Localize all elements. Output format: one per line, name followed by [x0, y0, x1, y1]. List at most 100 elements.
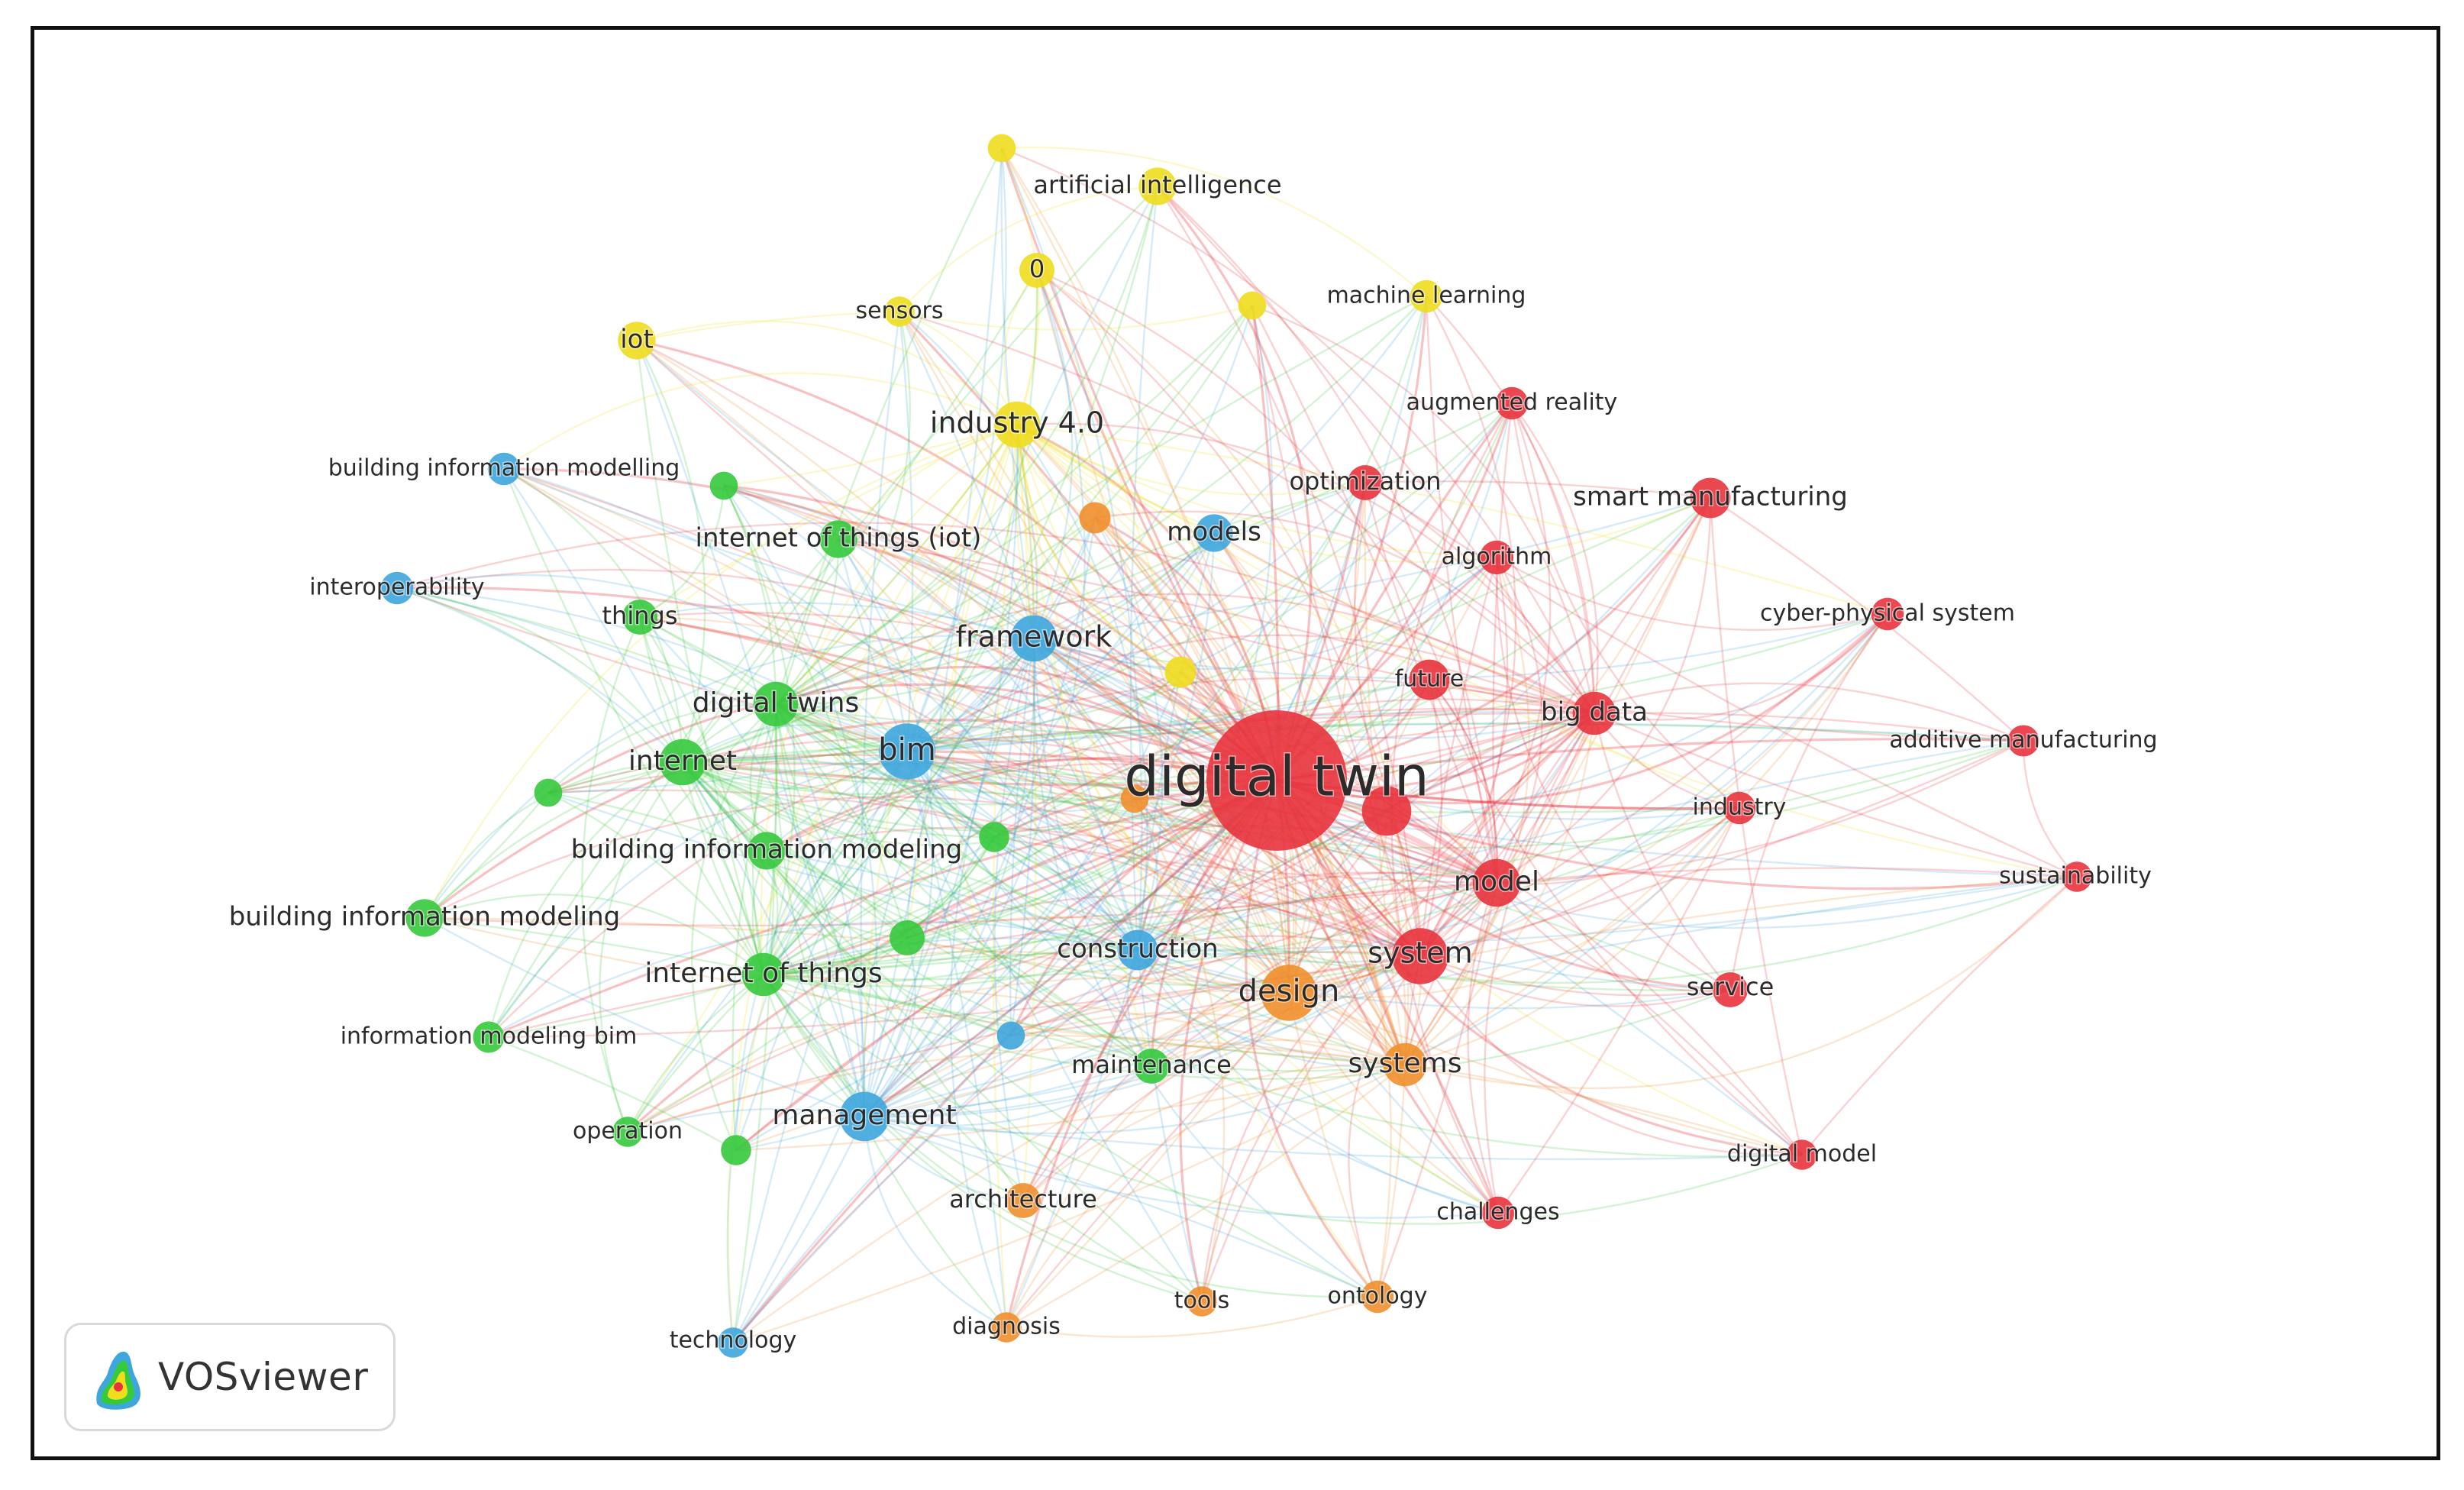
edge-internet-information-modeling-bim [487, 761, 683, 1038]
node-augmented-reality[interactable] [1495, 386, 1529, 420]
label-operation: operation [573, 1118, 683, 1145]
node-internet-of-things-iot[interactable] [819, 520, 857, 558]
edge-model-information-modeling-bim [488, 881, 1497, 1039]
edge-management-0 [864, 270, 1086, 1117]
node-digital-twins[interactable] [753, 681, 799, 727]
edge-system-digital-model [1419, 955, 1803, 1156]
node-unlabeled-green-3[interactable] [890, 920, 925, 955]
node-machine-learning[interactable] [1410, 280, 1443, 313]
label-framework: framework [956, 620, 1113, 654]
edge-things-unlabeled-green-1 [639, 485, 725, 619]
node-things[interactable] [622, 600, 657, 635]
edge-construction-internet [682, 757, 1138, 951]
node-interoperability[interactable] [380, 571, 414, 605]
edge-design-unlabeled-yellow-1 [1000, 147, 1290, 994]
edge-framework-ontology [1032, 638, 1378, 1298]
node-tools[interactable] [1187, 1286, 1217, 1317]
node-unlabeled-yellow-1[interactable] [987, 134, 1016, 163]
node-future[interactable] [1409, 659, 1450, 700]
edge-industry-challenges [1497, 807, 1741, 1214]
node-technology[interactable] [718, 1327, 748, 1358]
node-systems[interactable] [1383, 1042, 1427, 1087]
edge-design-industry [1288, 807, 1740, 999]
node-information-modeling-bim[interactable] [473, 1021, 505, 1053]
edge-digital-twins-interoperability [396, 587, 777, 706]
node-cyber-physical-system[interactable] [1871, 597, 1904, 631]
node-architecture[interactable] [1006, 1183, 1041, 1218]
node-unlabeled-blue-1[interactable] [996, 1021, 1025, 1050]
node-model[interactable] [1472, 858, 1521, 907]
node-digital-twin[interactable] [1206, 710, 1347, 851]
edge-bim-unlabeled-yellow-2 [906, 305, 1254, 753]
node-optimization[interactable] [1348, 465, 1383, 500]
label-architecture: architecture [949, 1185, 1097, 1214]
edge-big-data-models [1213, 532, 1595, 715]
node-framework[interactable] [1010, 615, 1058, 662]
node-smart-manufacturing[interactable] [1690, 477, 1731, 519]
edge-machine-learning-unlabeled-yellow-1 [1001, 146, 1427, 297]
node-ontology[interactable] [1361, 1280, 1394, 1314]
node-maintenance[interactable] [1134, 1049, 1169, 1084]
node-unlabeled-red-1[interactable] [1361, 786, 1412, 836]
node-industry[interactable] [1723, 791, 1756, 825]
node-service[interactable] [1713, 972, 1748, 1007]
edge-building-information-modeling-b-maintenance [424, 916, 1152, 1068]
label-bim: bim [878, 732, 935, 768]
node-additive-manufacturing[interactable] [2007, 725, 2039, 757]
edge-framework-unlabeled-yellow-1 [1000, 147, 1035, 639]
node-building-information-modeling-a[interactable] [748, 832, 786, 870]
label-building-information-modeling-b: building information modeling [229, 902, 620, 932]
node-unlabeled-green-2[interactable] [534, 778, 563, 807]
edge-construction-challenges [1136, 949, 1499, 1214]
node-models[interactable] [1195, 514, 1233, 552]
edge-internet-of-things-unlabeled-orange-2 [763, 797, 1135, 976]
edge-design-unlabeled-green-4 [735, 991, 1290, 1152]
node-bim[interactable] [879, 723, 935, 780]
node-unlabeled-green-4[interactable] [721, 1135, 751, 1165]
node-diagnosis[interactable] [991, 1312, 1022, 1343]
node-big-data[interactable] [1572, 691, 1616, 735]
node-unlabeled-yellow-3[interactable] [1164, 656, 1196, 688]
node-artificial-intelligence[interactable] [1138, 167, 1177, 205]
node-building-information-modelling[interactable] [487, 452, 521, 486]
edge-internet-architecture [682, 761, 1025, 1201]
node-internet[interactable] [659, 739, 706, 786]
node-internet-of-things[interactable] [741, 952, 786, 997]
node-iot[interactable] [618, 322, 656, 360]
edge-model-industry [1496, 807, 1740, 885]
node-industry-4-0[interactable] [993, 401, 1041, 448]
node-unlabeled-yellow-2[interactable] [1238, 291, 1267, 320]
edge-framework-maintenance [1032, 638, 1153, 1067]
node-building-information-modeling-b[interactable] [405, 899, 444, 937]
edge-internet-of-things-algorithm [763, 557, 1497, 976]
label-sustainability: sustainability [1999, 863, 2152, 890]
node-unlabeled-green-5[interactable] [979, 822, 1009, 852]
edge-industry-4-0-iot [636, 320, 1018, 425]
edge-internet-unlabeled-blue-1 [681, 761, 1012, 1037]
node-unlabeled-orange-1[interactable] [1079, 502, 1111, 534]
edge-design-unlabeled-green-3 [906, 936, 1290, 994]
node-design[interactable] [1261, 965, 1317, 1021]
edge-building-information-modeling-a-unlabeled-green-3 [765, 850, 908, 939]
edge-systems-digital-model [1404, 1063, 1803, 1156]
edge-industry-4-0-framework [1016, 424, 1035, 639]
node-challenges[interactable] [1481, 1196, 1515, 1230]
node-algorithm[interactable] [1479, 540, 1514, 575]
edge-internet-maintenance [682, 761, 1152, 1067]
node-management[interactable] [839, 1091, 890, 1142]
node-construction[interactable] [1117, 929, 1158, 971]
edge-internet-machine-learning [682, 296, 1427, 764]
node-0[interactable] [1019, 253, 1054, 288]
node-sustainability[interactable] [2062, 861, 2092, 892]
node-digital-model[interactable] [1787, 1139, 1817, 1170]
node-unlabeled-orange-2[interactable] [1120, 784, 1149, 813]
label-augmented-reality: augmented reality [1406, 389, 1618, 416]
node-sensors[interactable] [884, 296, 915, 327]
node-system[interactable] [1392, 928, 1448, 984]
edge-internet-management [681, 761, 865, 1117]
edge-bim-optimization [906, 482, 1366, 753]
label-systems: systems [1348, 1048, 1462, 1079]
node-unlabeled-green-1[interactable] [709, 471, 738, 500]
node-operation[interactable] [612, 1117, 643, 1147]
